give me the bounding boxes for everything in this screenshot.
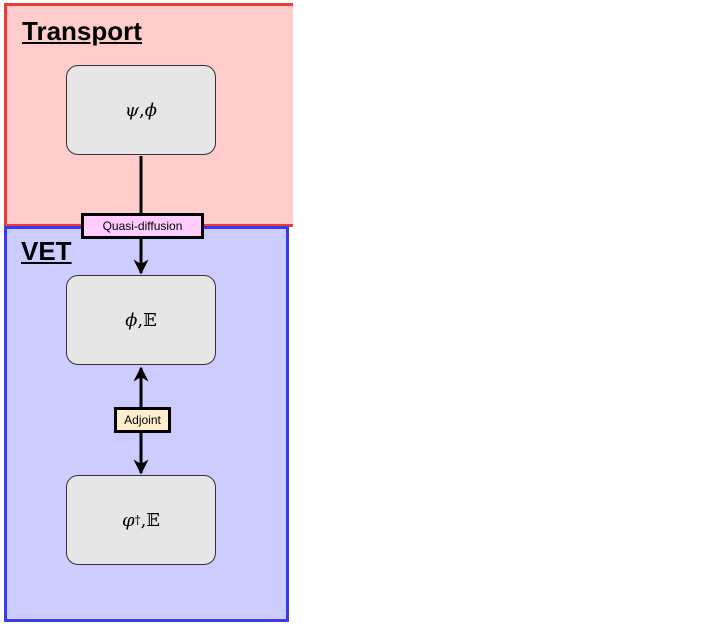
- node-phi-E: ϕ, 𝔼: [66, 275, 216, 365]
- node-varphi-E: φ†, 𝔼: [66, 475, 216, 565]
- node-phi-E-E: 𝔼: [143, 309, 157, 331]
- node-psi-phi-sep: ,: [139, 99, 145, 121]
- node-varphi-E-varphi: φ: [121, 509, 135, 531]
- node-varphi-E-E: 𝔼: [146, 509, 161, 531]
- edge-label-adjoint: Adjoint: [114, 407, 171, 433]
- node-psi-phi: ψ, ϕ: [66, 65, 216, 155]
- edge-label-quasi-diffusion: Quasi-diffusion: [81, 213, 204, 239]
- region-title-transport: Transport: [22, 16, 142, 46]
- node-phi-E-phi: ϕ: [125, 309, 138, 331]
- region-transport: Transport: [4, 3, 293, 227]
- node-psi-phi-phi: ϕ: [144, 99, 158, 121]
- node-phi-E-sep: ,: [137, 309, 144, 331]
- node-varphi-E-sep: ,: [140, 509, 147, 531]
- node-varphi-E-dagger: †: [134, 513, 141, 527]
- region-title-vet: VET: [21, 236, 72, 266]
- node-psi-phi-psi: ψ: [124, 99, 140, 121]
